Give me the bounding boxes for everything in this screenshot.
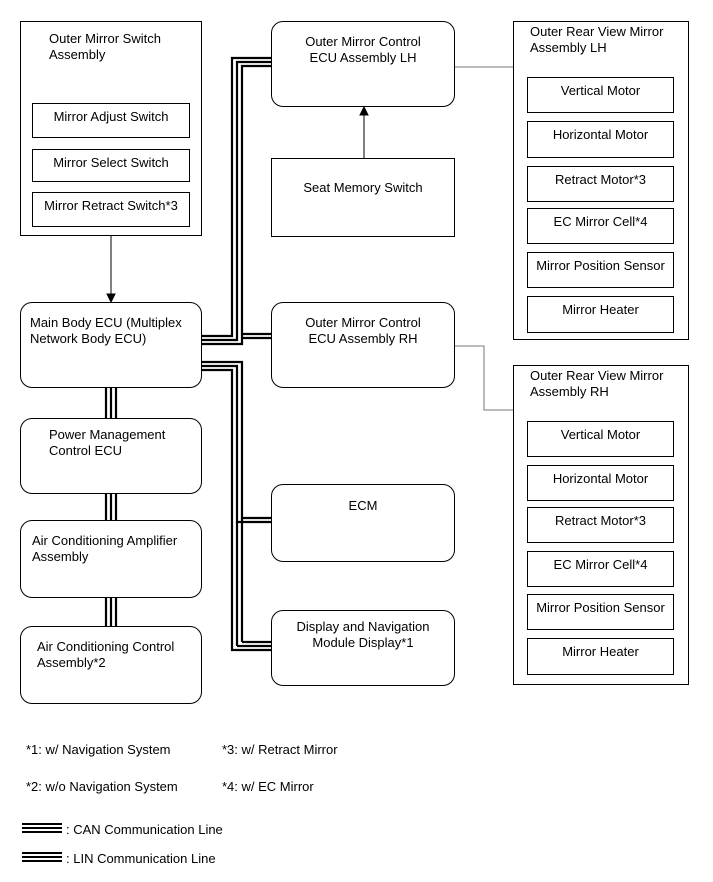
arrow-head-up [359, 105, 369, 116]
can-line-symbol [22, 823, 62, 835]
lh-mirror-position-sensor: Mirror Position Sensor [527, 252, 674, 288]
main-body-ecu-label: Main Body ECU (Multiplex Network Body EC… [30, 315, 182, 346]
ecu-rh-to-mirror-rh-line [455, 345, 513, 411]
footnote-2: *2: w/o Navigation System [26, 779, 178, 794]
outer-mirror-ecu-rh: Outer Mirror Control ECU Assembly RH [271, 302, 455, 388]
lh-retract-motor: Retract Motor*3 [527, 166, 674, 202]
power-management-ecu-label: Power Management Control ECU [49, 427, 166, 458]
footnote-4: *4: w/ EC Mirror [222, 779, 314, 794]
lh-horizontal-motor: Horizontal Motor [527, 121, 674, 158]
outer-mirror-switch-assembly-title: Outer Mirror Switch Assembly [49, 31, 161, 62]
mirror-assembly-rh-title: Outer Rear View Mirror Assembly RH [530, 368, 664, 399]
footnote-3: *3: w/ Retract Mirror [222, 742, 338, 757]
display-navigation-module-label: Display and Navigation Module Display*1 [296, 619, 430, 650]
ac-amplifier-assembly: Air Conditioning Amplifier Assembly [20, 520, 202, 598]
main-body-ecu: Main Body ECU (Multiplex Network Body EC… [20, 302, 202, 388]
mirror-retract-switch: Mirror Retract Switch*3 [32, 192, 190, 227]
main-bus-lower [202, 360, 271, 652]
rh-retract-motor: Retract Motor*3 [527, 507, 674, 543]
lh-vertical-motor: Vertical Motor [527, 77, 674, 113]
mirror-select-switch: Mirror Select Switch [32, 149, 190, 182]
rh-mirror-position-sensor: Mirror Position Sensor [527, 594, 674, 630]
seat-memory-switch-label: Seat Memory Switch [303, 180, 423, 195]
mirror-assembly-lh-title: Outer Rear View Mirror Assembly LH [530, 24, 664, 55]
footnote-1: *1: w/ Navigation System [26, 742, 171, 757]
lh-ec-mirror-cell: EC Mirror Cell*4 [527, 208, 674, 244]
rh-mirror-heater: Mirror Heater [527, 638, 674, 675]
ac-control-assembly: Air Conditioning Control Assembly*2 [20, 626, 202, 704]
left-vertical-bus [104, 388, 118, 626]
direct-lines [106, 66, 513, 411]
mirror-adjust-switch: Mirror Adjust Switch [32, 103, 190, 138]
outer-mirror-ecu-rh-label: Outer Mirror Control ECU Assembly RH [305, 315, 421, 346]
arrow-head-down [106, 293, 116, 304]
ac-amplifier-assembly-label: Air Conditioning Amplifier Assembly [32, 533, 178, 564]
power-management-ecu: Power Management Control ECU [20, 418, 202, 494]
can-line-legend: : CAN Communication Line [66, 822, 223, 837]
display-navigation-module: Display and Navigation Module Display*1 [271, 610, 455, 686]
ecm: ECM [271, 484, 455, 562]
lin-line-legend: : LIN Communication Line [66, 851, 216, 866]
ecm-label: ECM [348, 498, 378, 513]
lin-line-symbol [22, 852, 62, 864]
ac-control-assembly-label: Air Conditioning Control Assembly*2 [37, 639, 175, 670]
lh-mirror-heater: Mirror Heater [527, 296, 674, 333]
rh-ec-mirror-cell: EC Mirror Cell*4 [527, 551, 674, 587]
main-bus-upper [202, 56, 271, 346]
seat-memory-switch: Seat Memory Switch [271, 158, 455, 237]
outer-mirror-ecu-lh-label: Outer Mirror Control ECU Assembly LH [305, 34, 421, 65]
rh-horizontal-motor: Horizontal Motor [527, 465, 674, 501]
bus-lines [104, 56, 271, 652]
rh-vertical-motor: Vertical Motor [527, 421, 674, 457]
outer-mirror-ecu-lh: Outer Mirror Control ECU Assembly LH [271, 21, 455, 107]
